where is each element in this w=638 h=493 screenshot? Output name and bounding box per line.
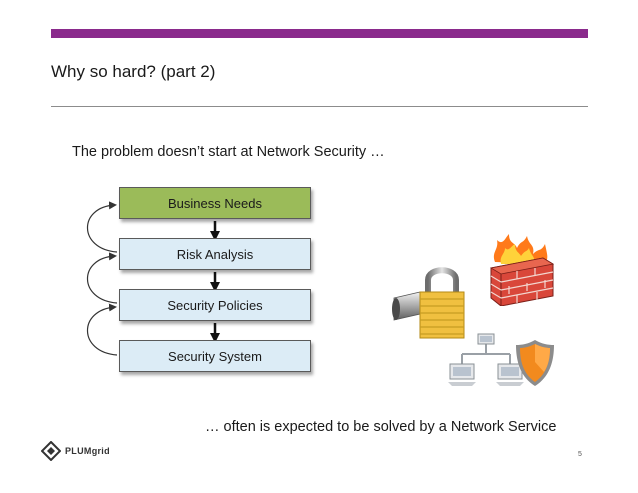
flow-step-risk-analysis: Risk Analysis xyxy=(119,238,311,270)
logo-mark-icon xyxy=(41,441,61,461)
company-logo: PLUMgrid xyxy=(41,441,110,461)
shield-icon xyxy=(516,340,554,386)
intro-text: The problem doesn’t start at Network Sec… xyxy=(72,144,385,160)
footer-text: … often is expected to be solved by a Ne… xyxy=(205,419,557,435)
page-number: 5 xyxy=(578,451,582,458)
title-divider xyxy=(51,106,588,107)
flow-step-security-policies: Security Policies xyxy=(119,289,311,321)
feedback-loop-1 xyxy=(87,201,118,253)
flow-step-label: Security Policies xyxy=(167,297,263,313)
padlock-icon xyxy=(392,267,465,339)
slide-title: Why so hard? (part 2) xyxy=(51,62,216,81)
firewall-icon xyxy=(489,234,555,306)
logo-text: PLUMgrid xyxy=(65,446,110,456)
flow-step-business-needs: Business Needs xyxy=(119,187,311,219)
feedback-loop-3 xyxy=(87,303,118,356)
flow-step-label: Risk Analysis xyxy=(176,246,254,262)
top-accent-bar xyxy=(51,29,588,38)
flow-step-label: Business Needs xyxy=(168,195,262,211)
flow-step-label: Security System xyxy=(168,348,262,364)
flow-step-security-system: Security System xyxy=(119,340,311,372)
feedback-loop-2 xyxy=(87,252,118,304)
network-computers-icon xyxy=(448,333,524,386)
